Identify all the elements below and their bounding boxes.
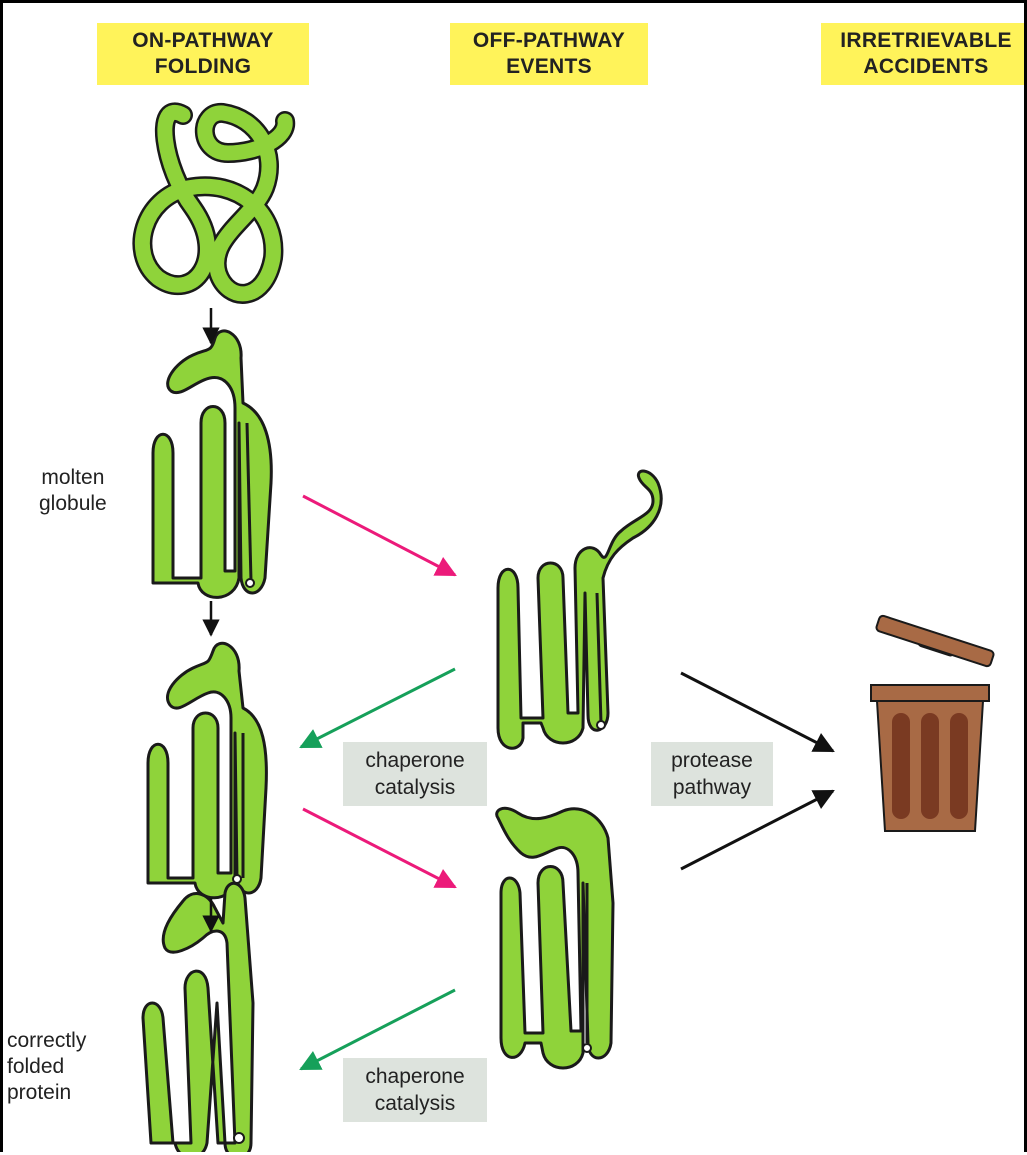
protease-pathway-box: protease pathway [651,742,773,806]
label-molten-globule: molten globule [39,465,107,517]
folding-intermediate-structure [148,643,266,897]
header-on-pathway-folding: ON-PATHWAY FOLDING [97,23,309,85]
misfolded-structure-2 [497,808,613,1068]
chaperone-arrow-1 [301,669,455,747]
label-correctly-folded-protein: correctly folded protein [7,1028,86,1106]
trash-bin-icon [871,615,995,831]
header-irretrievable-accidents: IRRETRIEVABLE ACCIDENTS [821,23,1027,85]
molten-globule-structure [153,331,271,597]
misfolded-structure-1 [498,471,661,748]
chaperone-catalysis-box-1: chaperone catalysis [343,742,487,806]
unfolded-chain [142,112,285,294]
protease-arrow-1 [681,673,833,751]
chaperone-catalysis-box-2: chaperone catalysis [343,1058,487,1122]
correctly-folded-protein-structure [143,883,253,1152]
header-off-pathway-events: OFF-PATHWAY EVENTS [450,23,648,85]
diagram-artwork [3,3,1027,1152]
misfold-arrow-2 [303,809,455,887]
misfold-arrow-1 [303,496,455,575]
